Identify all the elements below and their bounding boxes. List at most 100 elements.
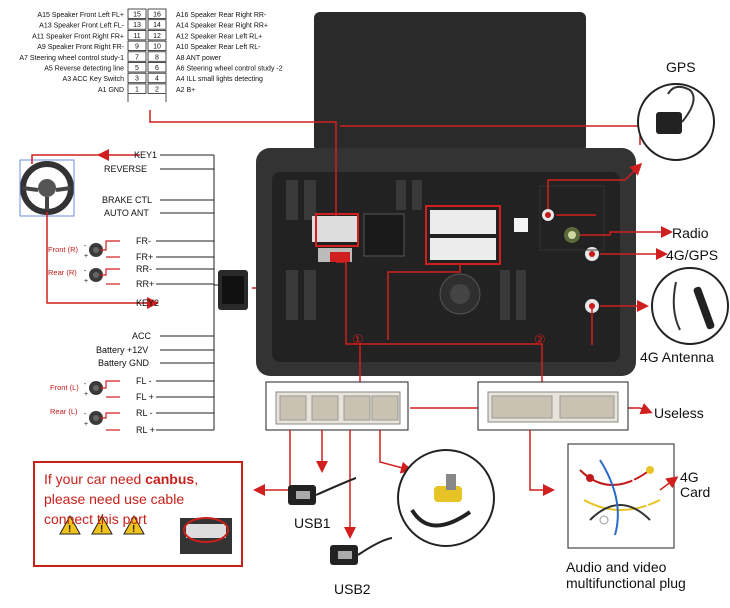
pin-left-A15: A15 Speaker Front Left FL+ <box>37 12 124 19</box>
connector-1 <box>265 381 409 431</box>
port-1-marker: ① <box>352 332 364 347</box>
pin-cell <box>147 72 167 84</box>
pin-cell <box>127 29 147 41</box>
speaker-minus: - <box>84 411 87 418</box>
pin-right-A6: A6 Steering wheel control study -2 <box>176 66 283 73</box>
pin-cell <box>127 83 147 94</box>
warning-icons: ! ! ! <box>59 514 145 535</box>
speaker-plus: + <box>84 421 88 428</box>
pin-right-A4: A4 ILL small lights detecting <box>176 76 263 83</box>
pin-left-A5: A5 Reverse detecting line <box>44 66 124 73</box>
rca-video-plug <box>397 449 495 547</box>
speaker-minus: - <box>84 268 87 275</box>
av-harness <box>567 443 675 549</box>
pin-cell <box>127 19 147 30</box>
warning-line3: connect this port <box>44 511 147 527</box>
pin-left-A7: A7 Steering wheel control study-1 <box>19 55 124 62</box>
label-battery12: Battery +12V <box>96 345 148 355</box>
pin-left-A1: A1 GND <box>98 87 124 94</box>
pin-number: 2 <box>155 86 159 93</box>
pin-number: 8 <box>155 54 159 61</box>
pin-right-A12: A12 Speaker Rear Left RL+ <box>176 33 262 40</box>
speaker-plus: + <box>84 278 88 285</box>
label-useless: Useless <box>654 405 704 421</box>
pin-cell <box>127 72 147 84</box>
harness-plug <box>218 270 248 310</box>
pin-cell <box>147 19 167 30</box>
label-rr-minus: RR- <box>136 264 152 274</box>
pin-number: 7 <box>135 54 139 61</box>
label-fl-plus: FL + <box>136 392 154 402</box>
pin-cell <box>147 51 167 62</box>
pin-left-A11: A11 Speaker Front Right FR+ <box>32 33 124 40</box>
usb2-cable <box>330 537 393 565</box>
label-gps: GPS <box>666 59 696 75</box>
port-2-marker: ② <box>534 332 546 347</box>
label-rear-l: Rear (L) <box>50 407 78 416</box>
label-rear-r: Rear (R) <box>48 268 77 277</box>
pin-number: 1 <box>135 86 139 93</box>
pin-right-A8: A8 ANT power <box>176 55 222 62</box>
label-fr-minus: FR- <box>136 236 151 246</box>
label-auto-ant: AUTO ANT <box>104 208 149 218</box>
pin-number: 15 <box>133 12 141 19</box>
label-4g-antenna: 4G Antenna <box>640 349 714 365</box>
pin-cell <box>127 62 147 73</box>
steering-wheel-icon <box>19 159 75 217</box>
head-unit <box>256 12 636 376</box>
gps-antenna <box>637 83 715 161</box>
pin-number: 12 <box>153 33 161 40</box>
pin-left-A13: A13 Speaker Front Left FL- <box>39 23 124 30</box>
usb1-cable <box>288 477 357 505</box>
pin-number: 5 <box>135 65 139 72</box>
connector-2 <box>477 381 629 431</box>
label-reverse: REVERSE <box>104 164 147 174</box>
label-av-line1: Audio and video <box>566 559 667 575</box>
harness-wiring: -+-+-+-+ <box>19 149 218 431</box>
canbus-warning: ! ! ! <box>33 461 243 567</box>
speaker-minus: - <box>84 243 87 250</box>
label-usb2: USB2 <box>334 581 371 597</box>
pin-cell <box>127 40 147 51</box>
speaker-minus: - <box>84 381 87 388</box>
pin-cell <box>147 8 167 19</box>
pin-number: 11 <box>133 33 140 40</box>
label-card-line2: Card <box>680 484 710 500</box>
label-front-l: Front (L) <box>50 383 79 392</box>
svg-text:!: ! <box>68 524 71 535</box>
pin-number: 3 <box>135 76 139 83</box>
label-4g-gps: 4G/GPS <box>666 247 718 263</box>
4g-antenna <box>651 267 729 345</box>
pin-right-A16: A16 Speaker Rear Right RR- <box>176 12 267 19</box>
label-av-line2: multifunctional plug <box>566 575 686 591</box>
speaker-plus: + <box>84 253 88 260</box>
label-rl-minus: RL - <box>136 408 153 418</box>
pin-right-A14: A14 Speaker Rear Right RR+ <box>176 23 268 30</box>
pin-number: 16 <box>153 12 161 19</box>
warning-line2: please need use cable <box>44 491 184 507</box>
pin-number: 4 <box>155 76 159 83</box>
pin-number: 13 <box>133 22 141 29</box>
svg-text:!: ! <box>132 524 135 535</box>
pin-number: 9 <box>135 44 139 51</box>
pinout-table: A15 Speaker Front Left FL+ A13 Speaker Fr… <box>19 8 283 102</box>
pin-number: 6 <box>155 65 159 72</box>
pin-cell <box>147 83 167 94</box>
svg-text:!: ! <box>100 524 103 535</box>
pin-right-A10: A10 Speaker Rear Left RL- <box>176 44 261 51</box>
label-front-r: Front (R) <box>48 245 79 254</box>
pin-cell <box>127 8 147 19</box>
label-usb1: USB1 <box>294 515 331 531</box>
label-key1: KEY1 <box>134 150 157 160</box>
label-fr-plus: FR+ <box>136 252 153 262</box>
pin-number: 14 <box>153 22 161 29</box>
label-rr-plus: RR+ <box>136 279 154 289</box>
label-brake: BRAKE CTL <box>102 195 152 205</box>
label-card-line1: 4G <box>680 469 699 485</box>
label-battery-gnd: Battery GND <box>98 358 150 368</box>
label-key2: KEY2 <box>136 298 159 308</box>
label-fl-minus: FL - <box>136 376 152 386</box>
pin-cell <box>147 29 167 41</box>
pin-cell <box>147 62 167 73</box>
